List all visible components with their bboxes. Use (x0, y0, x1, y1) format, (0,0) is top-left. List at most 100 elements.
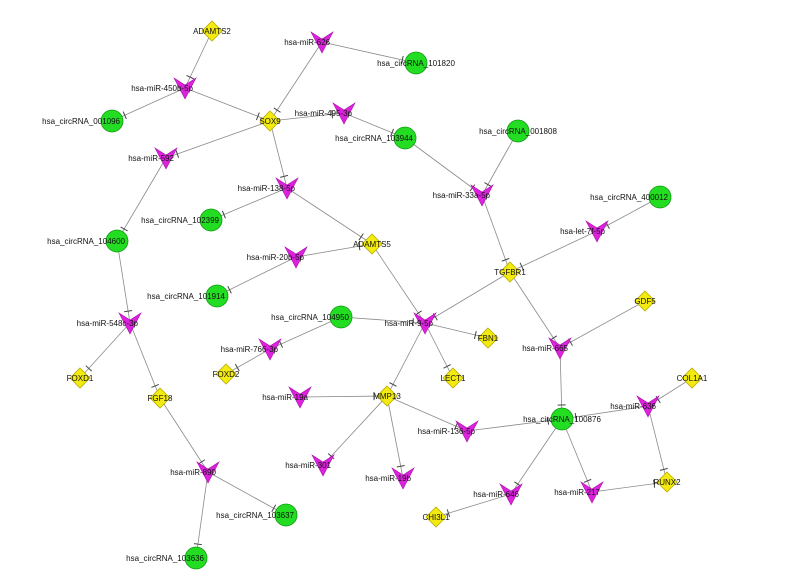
edge-tgfbr1-hsa-mir-9-5p (424, 271, 511, 324)
node-hsa-mir-626[interactable]: hsa-miR-626 (284, 31, 334, 54)
edge-tee-marker (501, 257, 510, 262)
node-hsa-circrna-102399[interactable]: hsa_circRNA_102399 (141, 208, 223, 232)
circrna-circle-icon (199, 208, 223, 232)
node-hsa-circrna-103637[interactable]: hsa_circRNA_103637 (216, 503, 298, 527)
node-hsa-circrna-400012[interactable]: hsa_circRNA_400012 (590, 185, 672, 209)
edge-hsa-mir-548c-3p-foxd1 (79, 322, 131, 379)
node-hsa-mir-766-3p[interactable]: hsa-miR-766-3p (221, 338, 282, 361)
gene-diamond-icon (259, 110, 281, 132)
mirna-v-icon (499, 483, 523, 506)
edge-hsa-mir-450b-5p-sox9 (184, 87, 271, 122)
node-hsa-mir-548c-3p[interactable]: hsa-miR-548c-3p (77, 312, 142, 335)
mirna-v-icon (413, 312, 437, 335)
node-hsa-mir-450b-5p[interactable]: hsa-miR-450b-5p (131, 77, 197, 100)
gene-diamond-icon (361, 233, 383, 255)
node-label: hsa_circRNA_100876 (523, 415, 601, 424)
mirna-v-icon (284, 246, 308, 269)
node-hsa-mir-495-3p[interactable]: hsa-miR-495-3p (295, 102, 356, 125)
node-foxd1[interactable]: FOXD1 (67, 367, 94, 389)
node-label: hsa-miR-592 (128, 154, 174, 163)
edge-hsa-mir-890-hsa-circrna-103636 (195, 471, 209, 559)
node-tgfbr1[interactable]: TGFBR1 (494, 261, 526, 283)
gene-diamond-icon (201, 20, 223, 42)
node-label: COL1A1 (677, 374, 708, 383)
mirna-v-icon (580, 481, 604, 504)
edge-hsa-circrna-104950-hsa-mir-766-3p (269, 316, 342, 350)
node-hsa-let-7f-5p[interactable]: hsa-let-7f-5p (560, 220, 609, 243)
edge-tee-marker (389, 382, 397, 387)
node-hsa-circrna-103636[interactable]: hsa_circRNA_103636 (126, 546, 208, 570)
node-hsa-mir-646[interactable]: hsa-miR-646 (473, 483, 523, 506)
circrna-circle-icon (205, 284, 229, 308)
node-hsa-mir-19b[interactable]: hsa-miR-19b (365, 467, 415, 490)
edge-gdf5-hsa-mir-665 (559, 300, 646, 349)
node-label: hsa_circRNA_101914 (147, 292, 225, 301)
circrna-circle-icon (274, 503, 298, 527)
node-sox9[interactable]: SOX9 (259, 110, 281, 132)
node-hsa-mir-592[interactable]: hsa-miR-592 (128, 147, 178, 170)
edge-hsa-circrna-104950-hsa-mir-9-5p (340, 316, 426, 324)
mirna-v-icon (585, 220, 609, 243)
edge-hsa-circrna-103944-hsa-mir-33a-5p (404, 137, 483, 196)
node-hsa-mir-217[interactable]: hsa-miR-217 (554, 481, 604, 504)
node-runx2[interactable]: RUNX2 (653, 471, 681, 493)
node-hsa-circrna-001096[interactable]: hsa_circRNA_001096 (42, 109, 124, 133)
edge-tee-marker (280, 174, 289, 178)
edge-tee-marker (151, 383, 160, 388)
node-fbn1[interactable]: FBN1 (477, 327, 499, 349)
node-label: hsa_circRNA_001096 (42, 117, 120, 126)
node-label: GDF5 (634, 297, 656, 306)
node-hsa-circrna-103944[interactable]: hsa_circRNA_103944 (335, 126, 417, 150)
node-adamts2[interactable]: ADAMTS2 (193, 20, 231, 42)
node-label: hsa-miR-20b-5p (247, 253, 305, 262)
edge-hsa-mir-33a-5p-tgfbr1 (481, 194, 511, 273)
node-hsa-mir-33a-5p[interactable]: hsa-miR-33a-5p (433, 184, 494, 207)
node-lect1[interactable]: LECT1 (441, 367, 466, 389)
edge-tee-marker (273, 107, 281, 113)
node-hsa-circrna-101820[interactable]: hsa_circRNA_101820 (377, 51, 455, 75)
edge-mmp13-hsa-mir-301 (322, 395, 388, 466)
gene-diamond-icon (634, 290, 656, 312)
edge-hsa-circrna-104600-hsa-mir-548c-3p (116, 240, 131, 324)
node-hsa-circrna-104600[interactable]: hsa_circRNA_104600 (47, 229, 129, 253)
node-hsa-circrna-100876[interactable]: hsa_circRNA_100876 (523, 407, 601, 431)
node-hsa-mir-890[interactable]: hsa-miR-890 (170, 461, 220, 484)
node-label: hsa-miR-19b (365, 474, 411, 483)
edge-hsa-mir-890-hsa-circrna-103637 (207, 471, 287, 516)
node-fgf18[interactable]: FGF18 (148, 387, 173, 409)
node-mmp13[interactable]: MMP13 (373, 385, 401, 407)
mirna-v-icon (275, 177, 299, 200)
edge-hsa-mir-665-hsa-circrna-100876 (559, 347, 563, 420)
node-hsa-mir-9-5p[interactable]: hsa-miR-9-5p (385, 312, 437, 335)
node-hsa-mir-19a[interactable]: hsa-miR-19a (262, 386, 312, 409)
gene-diamond-icon (215, 363, 237, 385)
node-label: hsa-miR-33a-5p (433, 191, 491, 200)
node-label: FOXD2 (213, 370, 240, 379)
node-hsa-mir-20b-5p[interactable]: hsa-miR-20b-5p (247, 246, 308, 269)
node-hsa-mir-138-5p[interactable]: hsa-miR-138-5p (238, 177, 299, 200)
circrna-circle-icon (100, 109, 124, 133)
node-col1a1[interactable]: COL1A1 (677, 367, 708, 389)
mirna-v-icon (288, 386, 312, 409)
node-hsa-mir-636[interactable]: hsa-miR-636 (610, 395, 660, 418)
node-hsa-mir-665[interactable]: hsa-miR-665 (522, 337, 572, 360)
node-label: RUNX2 (653, 478, 681, 487)
edge-adamts5-hsa-mir-9-5p (371, 243, 426, 324)
edge-tee-marker (446, 509, 451, 518)
edge-hsa-mir-450b-5p-hsa-circrna-001096 (111, 87, 186, 122)
edge-tee-marker (271, 504, 277, 512)
node-hsa-circrna-101914[interactable]: hsa_circRNA_101914 (147, 284, 229, 308)
node-adamts5[interactable]: ADAMTS5 (353, 233, 391, 255)
node-label: hsa-miR-646 (473, 490, 519, 499)
node-hsa-mir-136-5p[interactable]: hsa-miR-136-5p (418, 420, 479, 443)
edge-tee-marker (358, 242, 361, 251)
node-hsa-circrna-104950[interactable]: hsa_circRNA_104950 (271, 305, 353, 329)
node-gdf5[interactable]: GDF5 (634, 290, 656, 312)
node-chi3l1[interactable]: CHI3L1 (422, 506, 450, 528)
node-hsa-mir-301[interactable]: hsa-miR-301 (285, 454, 335, 477)
node-label: SOX9 (259, 117, 281, 126)
edge-hsa-mir-9-5p-lect1 (424, 322, 454, 379)
mirna-v-icon (391, 467, 415, 490)
node-hsa-circrna-001808[interactable]: hsa_circRNA_001808 (479, 119, 557, 143)
node-foxd2[interactable]: FOXD2 (213, 363, 240, 385)
